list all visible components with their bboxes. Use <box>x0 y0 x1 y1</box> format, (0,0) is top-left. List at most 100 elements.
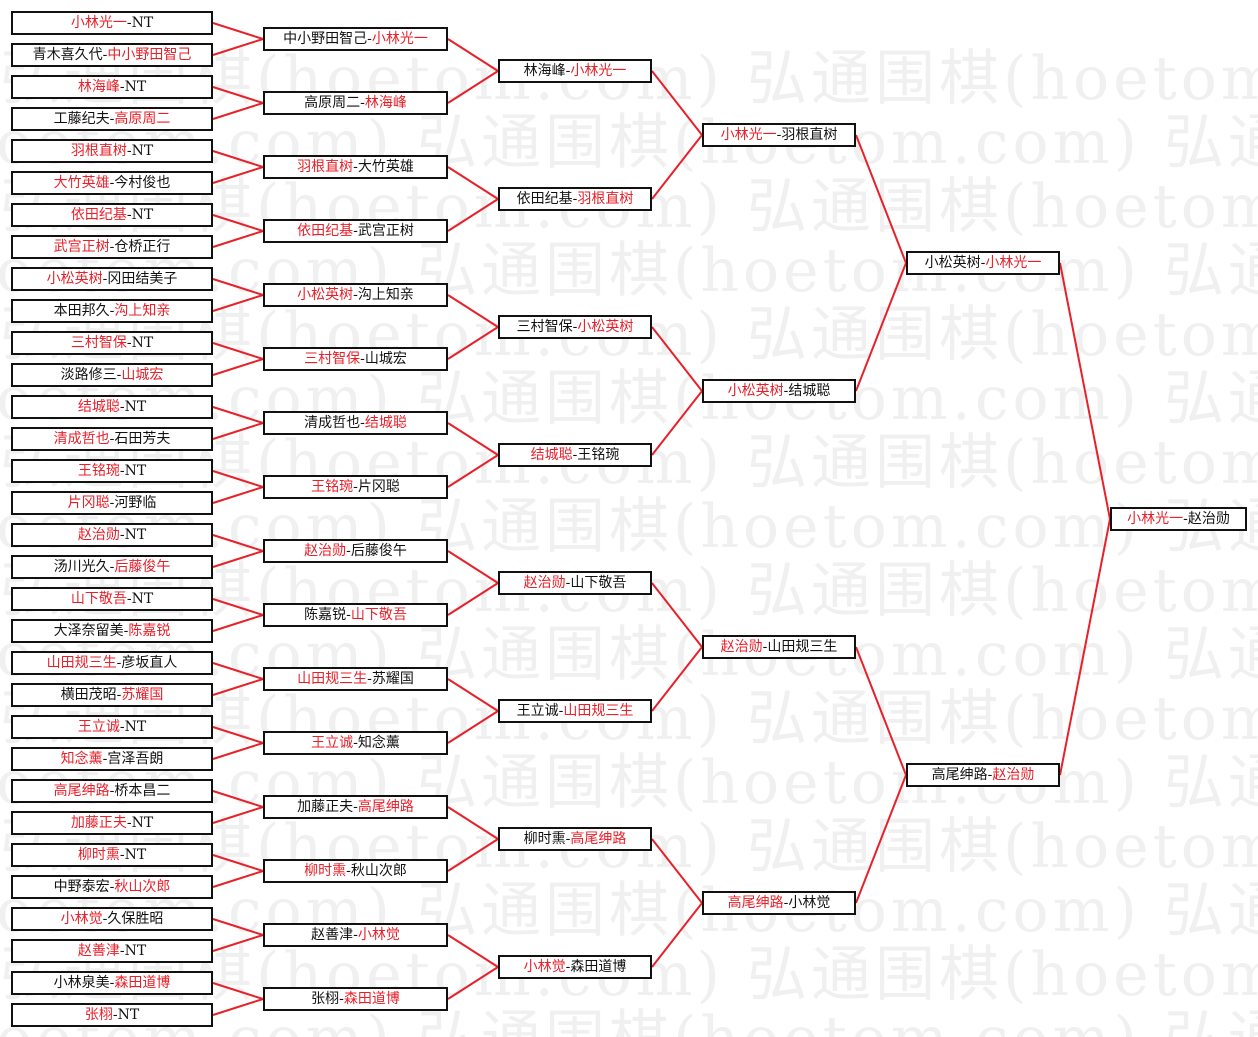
bracket-connector <box>447 550 499 584</box>
separator: - <box>572 319 578 335</box>
player-right: 大竹英雄 <box>357 159 414 175</box>
match-box-round-2: 三村智保-山城宏 <box>263 347 448 371</box>
separator: - <box>102 751 108 767</box>
player-left: 王立诚 <box>77 719 120 735</box>
bracket-connector <box>651 390 703 456</box>
player-right: 冈田结美子 <box>107 271 178 287</box>
separator: - <box>565 959 571 975</box>
separator: - <box>339 991 344 1007</box>
player-left: 清成哲也 <box>304 415 361 431</box>
bracket-connector <box>212 150 264 168</box>
player-left: 三村智保 <box>516 319 573 335</box>
bracket-connector <box>212 598 264 616</box>
player-left: 中野泰宏 <box>53 879 110 895</box>
separator: - <box>119 527 125 543</box>
player-right: NT <box>124 527 147 543</box>
player-left: 赵治勋 <box>77 527 120 543</box>
bracket-connector <box>212 662 264 680</box>
player-left: 山下敬吾 <box>70 591 127 607</box>
match-box-round-2: 中小野田智己-小林光一 <box>263 27 448 51</box>
separator: - <box>102 47 108 63</box>
match-box-round-1: 小林觉-久保胜昭 <box>11 907 213 931</box>
match-box-round-1: 张栩-NT <box>11 1003 213 1027</box>
player-left: 小林光一 <box>70 15 127 31</box>
match-box-round-1: 高尾绅路-桥本昌二 <box>11 779 213 803</box>
separator: - <box>126 143 132 159</box>
player-left: 加藤正夫 <box>70 815 127 831</box>
bracket-connector <box>212 550 264 568</box>
player-right: 山下敬吾 <box>350 607 407 623</box>
player-right: 赵治勋 <box>1187 511 1230 527</box>
separator: - <box>116 655 122 671</box>
separator: - <box>119 463 125 479</box>
player-left: 横田茂昭 <box>60 687 117 703</box>
player-right: 秋山次郎 <box>114 879 171 895</box>
match-box-round-3: 结城聪-王铭琬 <box>498 443 652 467</box>
player-left: 清成哲也 <box>53 431 110 447</box>
player-left: 小松英树 <box>297 287 354 303</box>
separator: - <box>109 175 115 191</box>
bracket-connector <box>212 870 264 888</box>
match-box-round-1: 三村智保-NT <box>11 331 213 355</box>
player-left: 依田纪基 <box>70 207 127 223</box>
bracket-connector <box>1059 262 1111 520</box>
bracket-connector <box>212 86 264 104</box>
separator: - <box>360 95 365 111</box>
bracket-connector <box>447 678 499 712</box>
separator: - <box>762 639 768 655</box>
player-right: 小林光一 <box>985 255 1042 271</box>
bracket-connector <box>651 134 703 200</box>
player-right: NT <box>124 847 147 863</box>
match-box-round-4: 赵治勋-山田规三生 <box>702 635 856 659</box>
match-box-round-2: 陈嘉锐-山下敬吾 <box>263 603 448 627</box>
match-box-round-1: 结城聪-NT <box>11 395 213 419</box>
separator: - <box>353 479 358 495</box>
match-box-round-1: 山下敬吾-NT <box>11 587 213 611</box>
player-left: 羽根直树 <box>297 159 354 175</box>
match-box-round-1: 大竹英雄-今村俊也 <box>11 171 213 195</box>
player-right: 结城聪 <box>364 415 407 431</box>
player-right: NT <box>131 207 154 223</box>
player-right: 小林觉 <box>788 895 831 911</box>
separator: - <box>119 79 125 95</box>
match-box-round-1: 小松英树-冈田结美子 <box>11 267 213 291</box>
player-right: 小林觉 <box>357 927 400 943</box>
player-right: 王铭琬 <box>577 447 620 463</box>
player-right: NT <box>131 143 154 159</box>
match-box-round-1: 大泽奈留美-陈嘉锐 <box>11 619 213 643</box>
bracket-connector <box>212 230 264 248</box>
match-box-round-2: 赵善津-小林觉 <box>263 923 448 947</box>
match-box-round-1: 横田茂昭-苏耀国 <box>11 683 213 707</box>
player-left: 高原周二 <box>304 95 361 111</box>
player-right: 今村俊也 <box>114 175 171 191</box>
separator: - <box>109 303 115 319</box>
bracket-connector <box>212 742 264 760</box>
match-box-round-1: 羽根直树-NT <box>11 139 213 163</box>
player-right: 山城宏 <box>364 351 407 367</box>
player-left: 赵治勋 <box>304 543 347 559</box>
player-left: 羽根直树 <box>70 143 127 159</box>
player-right: 久保胜昭 <box>107 911 164 927</box>
player-left: 本田邦久 <box>53 303 110 319</box>
bracket-connector <box>447 38 499 72</box>
bracket-connector <box>447 582 499 616</box>
player-right: 结城聪 <box>788 383 831 399</box>
separator: - <box>353 223 358 239</box>
bracket-connector <box>447 70 499 104</box>
bracket-connector <box>212 486 264 504</box>
match-box-round-2: 小松英树-沟上知亲 <box>263 283 448 307</box>
separator: - <box>360 415 365 431</box>
player-left: 依田纪基 <box>516 191 573 207</box>
match-box-round-3: 三村智保-小松英树 <box>498 315 652 339</box>
player-left: 加藤正夫 <box>297 799 354 815</box>
bracket-connector <box>212 934 264 952</box>
player-right: 陈嘉锐 <box>128 623 171 639</box>
player-right: 小林光一 <box>371 31 428 47</box>
match-box-round-1: 柳时熏-NT <box>11 843 213 867</box>
match-box-round-5: 高尾绅路-赵治勋 <box>906 763 1060 787</box>
match-box-round-1: 本田邦久-沟上知亲 <box>11 299 213 323</box>
separator: - <box>572 191 578 207</box>
player-right: 森田道博 <box>343 991 400 1007</box>
separator: - <box>558 703 564 719</box>
